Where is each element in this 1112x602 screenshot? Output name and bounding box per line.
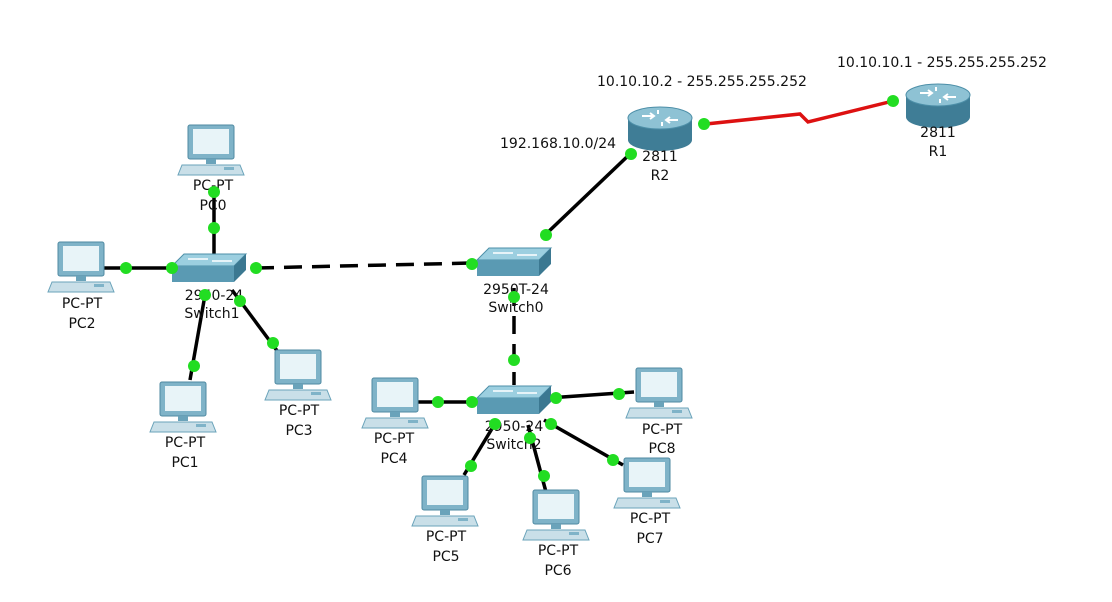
pc0-name-label: PC0 [199,198,226,214]
port-dot [208,186,220,198]
port-dot [698,118,710,130]
port-dot [166,262,178,274]
switch0-model-label: 2950T-24 [483,282,549,298]
r2-model-label: 2811 [642,149,678,165]
port-dot [538,470,550,482]
link-r2-switch0[interactable] [544,151,633,236]
pc5-name-label: PC5 [432,549,459,565]
pc5[interactable]: PC-PT PC5 [411,475,479,565]
pc2[interactable]: PC-PT PC2 [47,241,115,332]
port-dot [540,229,552,241]
pc1[interactable]: PC-PT PC1 [149,381,217,471]
r2-serial-address-label: 10.10.10.2 - 255.255.255.252 [597,74,807,90]
pc2-name-label: PC2 [68,316,95,332]
port-dot [120,262,132,274]
port-dot [508,291,520,303]
pc8-model-label: PC-PT [642,422,683,438]
pc4-model-label: PC-PT [374,431,415,447]
router-r1[interactable]: 2811 R1 [905,83,971,160]
link-switch1-switch0[interactable] [255,261,473,270]
port-dot [267,337,279,349]
pc4[interactable]: PC-PT PC4 [361,377,429,467]
port-dot [465,460,477,472]
pc0[interactable]: PC-PT PC0 [177,124,245,214]
port-dot [550,392,562,404]
lan-network-label: 192.168.10.0/24 [500,136,616,152]
r1-model-label: 2811 [920,125,956,141]
r2-name-label: R2 [651,168,670,184]
r1-serial-address-label: 10.10.10.1 - 255.255.255.252 [837,55,1047,71]
r1-name-label: R1 [929,144,948,160]
pc6-model-label: PC-PT [538,543,579,559]
switch1[interactable]: 2950-24 Switch1 [171,253,247,322]
pc8[interactable]: PC-PT PC8 [625,367,693,457]
port-dot [508,354,520,366]
port-dot [250,262,262,274]
pc6[interactable]: PC-PT PC6 [522,489,590,579]
port-dot [432,396,444,408]
switch1-model-label: 2950-24 [185,288,244,304]
port-dot [887,95,899,107]
port-dot [466,396,478,408]
pc7-name-label: PC7 [636,531,663,547]
port-dot [545,418,557,430]
pc7[interactable]: PC-PT PC7 [613,457,681,547]
port-dot [208,222,220,234]
pc0-model-label: PC-PT [193,178,234,194]
pc3[interactable]: PC-PT PC3 [264,349,332,439]
switch1-name-label: Switch1 [184,306,239,322]
pc6-name-label: PC6 [544,563,571,579]
pc1-name-label: PC1 [171,455,198,471]
switch0[interactable]: 2950T-24 Switch0 [476,247,552,316]
serial-link-r2-r1[interactable] [705,99,894,126]
switch0-name-label: Switch0 [488,300,543,316]
pc8-name-label: PC8 [648,441,675,457]
port-status-dots [120,95,899,482]
port-dot [199,289,211,301]
switch2[interactable]: 2950-24 Switch2 [476,385,552,453]
port-dot [524,432,536,444]
port-dot [234,295,246,307]
pc3-name-label: PC3 [285,423,312,439]
port-dot [489,418,501,430]
pc3-model-label: PC-PT [279,403,320,419]
pc7-model-label: PC-PT [630,511,671,527]
port-dot [625,148,637,160]
port-dot [607,454,619,466]
pc1-model-label: PC-PT [165,435,206,451]
port-dot [188,360,200,372]
port-dot [613,388,625,400]
pc2-model-label: PC-PT [62,296,103,312]
port-dot [466,258,478,270]
pc4-name-label: PC4 [380,451,407,467]
pc5-model-label: PC-PT [426,529,467,545]
router-r2[interactable]: 2811 R2 [627,106,693,184]
